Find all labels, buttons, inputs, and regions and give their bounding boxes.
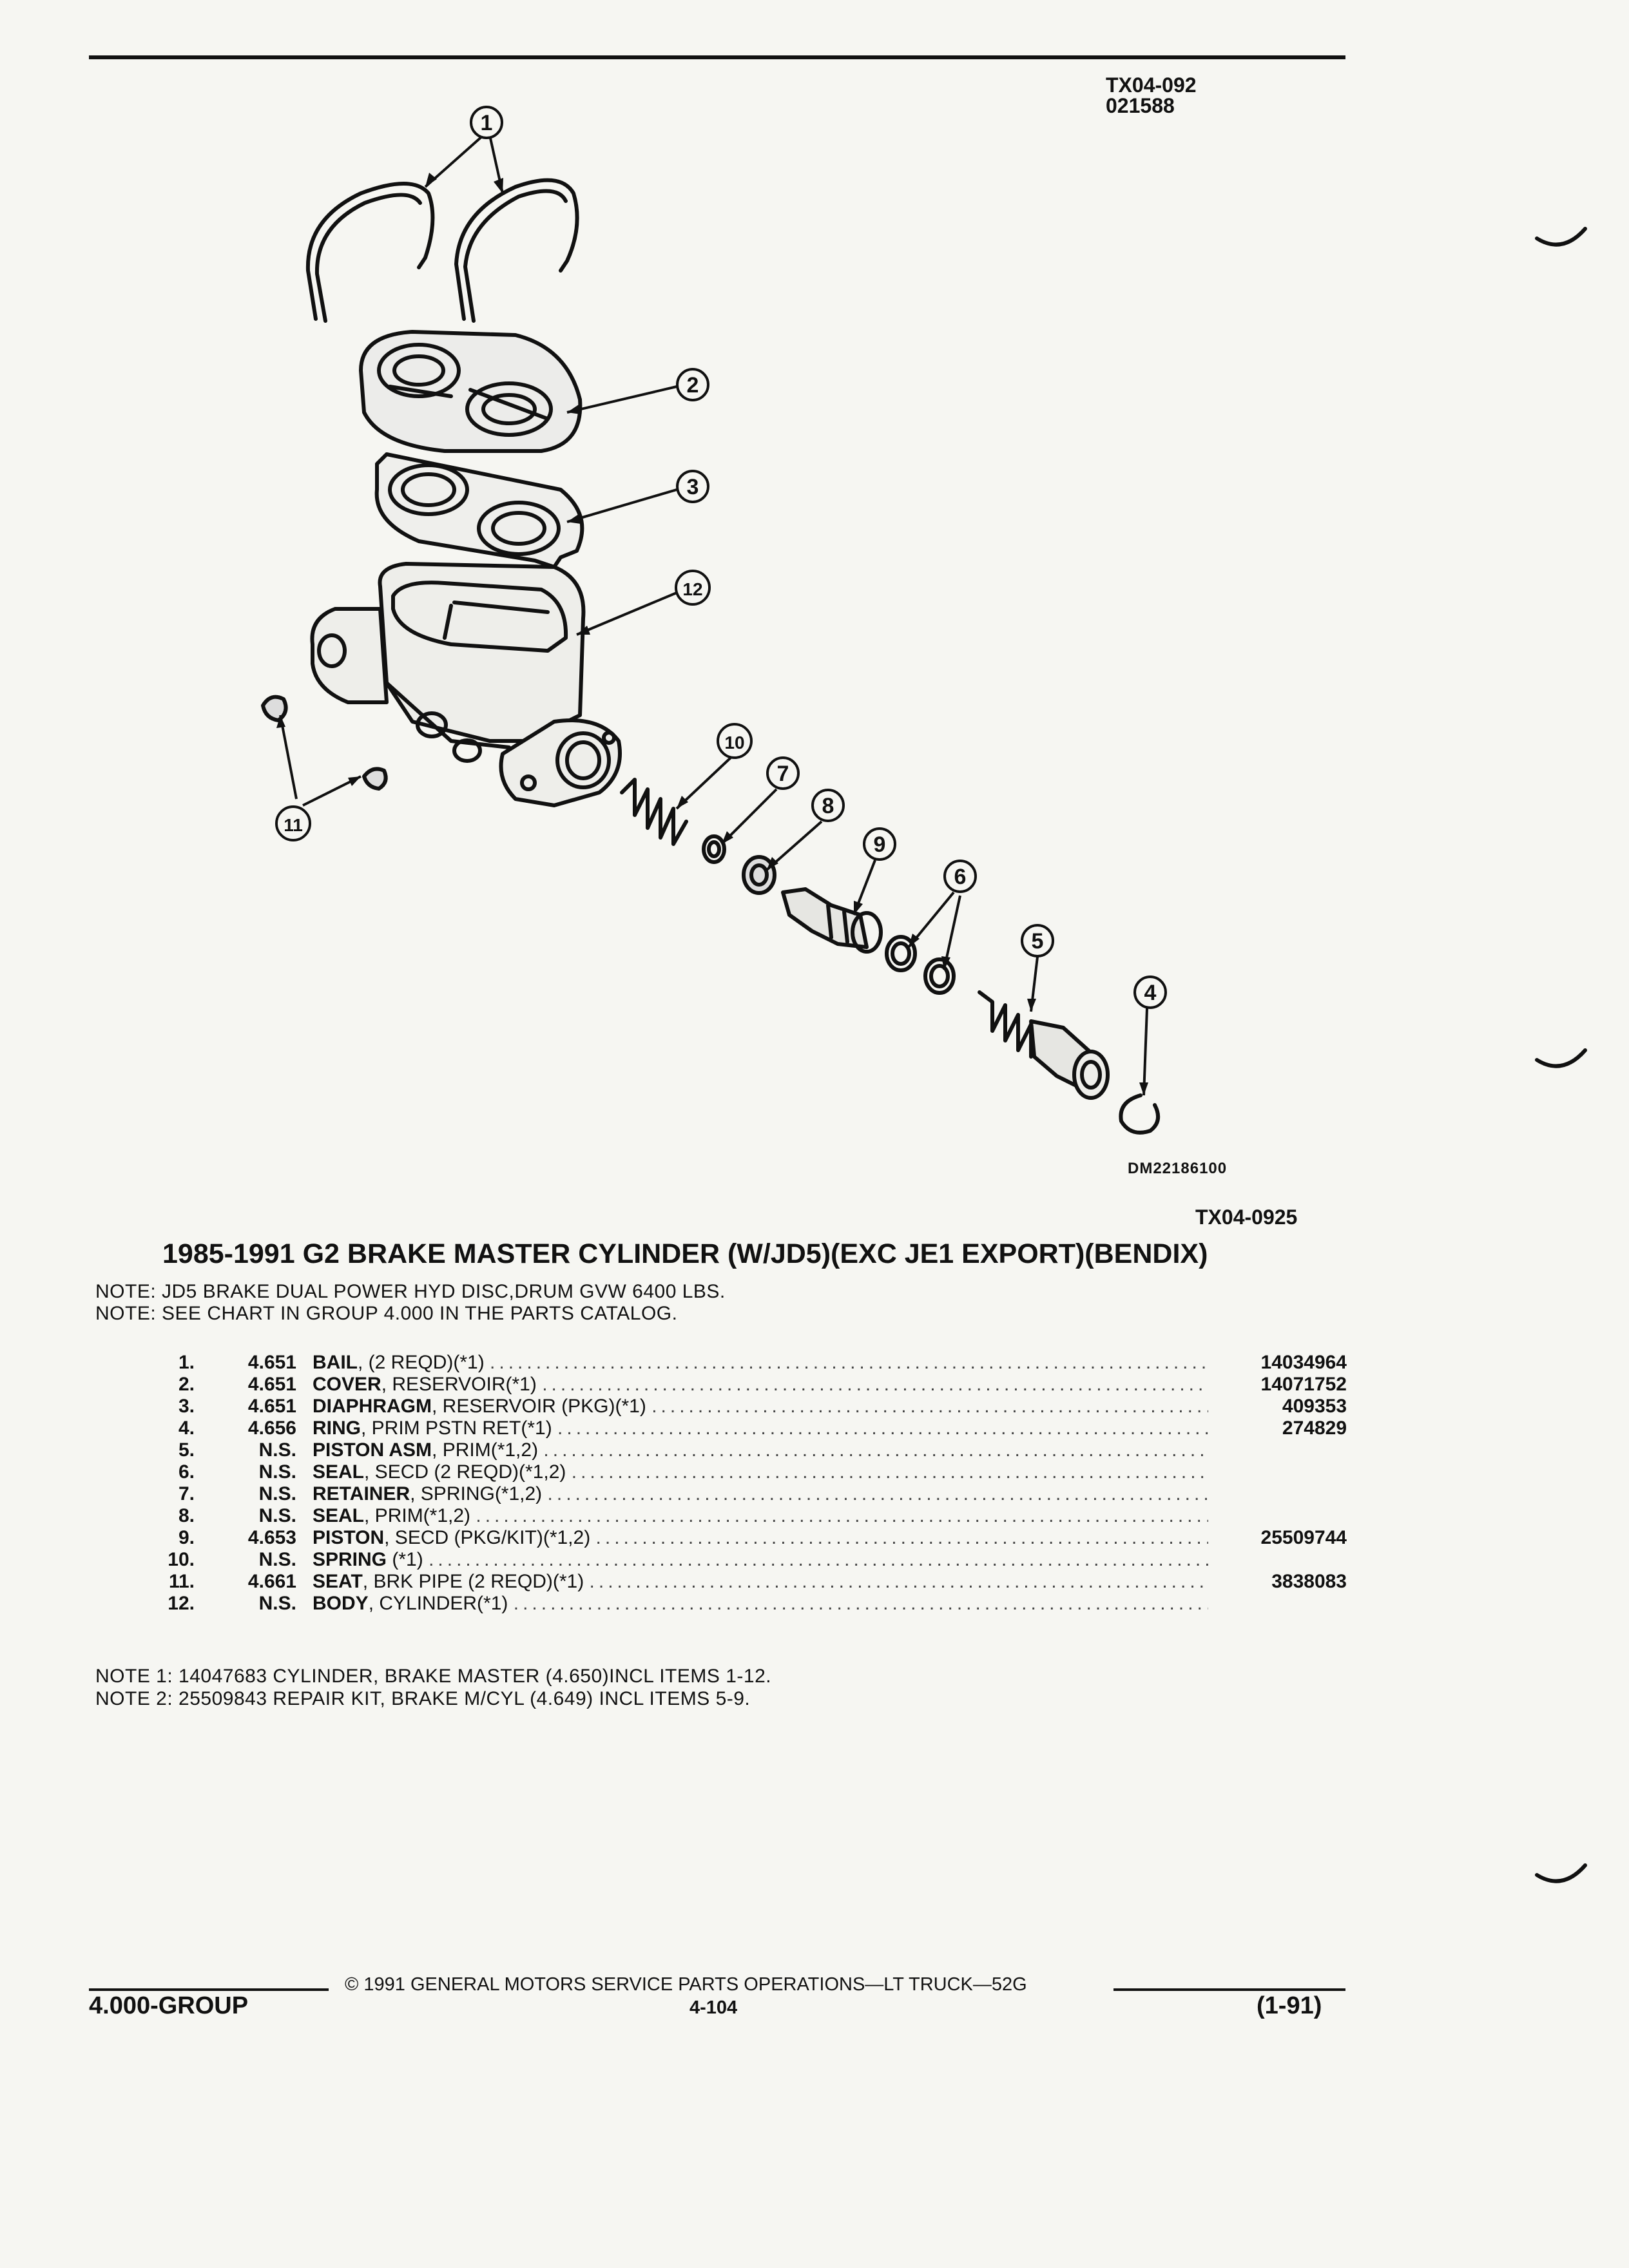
parts-list: 1. 4.651 BAIL, (2 REQD)(*1) ............… (0, 1352, 1629, 1622)
parts-row: 9. 4.653 PISTON, SECD (PKG/KIT)(*1,2) ..… (178, 1527, 1347, 1548)
binder-mark (1535, 1863, 1587, 1883)
svg-text:5: 5 (1032, 929, 1044, 954)
svg-text:6: 6 (954, 865, 967, 889)
footer-date: (1-91) (1257, 1992, 1322, 2019)
parts-row: 4. 4.656 RING, PRIM PSTN RET(*1) .......… (178, 1418, 1347, 1439)
parts-row: 1. 4.651 BAIL, (2 REQD)(*1) ............… (178, 1352, 1347, 1373)
svg-text:2: 2 (687, 373, 699, 398)
parts-row: 6. N.S. SEAL, SECD (2 REQD)(*1,2) ......… (178, 1461, 1208, 1483)
callout-3: 3 (676, 470, 709, 503)
callout-4: 4 (1133, 975, 1167, 1009)
drawing-number: DM22186100 (1128, 1160, 1228, 1177)
parts-row: 8. N.S. SEAL, PRIM(*1,2) ...............… (178, 1505, 1208, 1526)
parts-row: 3. 4.651 DIAPHRAGM, RESERVOIR (PKG)(*1) … (178, 1396, 1347, 1417)
footer-rule-left (89, 1988, 329, 1991)
footnote-2: NOTE 2: 25509843 REPAIR KIT, BRAKE M/CYL… (95, 1688, 751, 1709)
page-title: 1985-1991 G2 BRAKE MASTER CYLINDER (W/JD… (162, 1238, 1208, 1269)
header-code-2: 021588 (1106, 94, 1175, 117)
footer-copyright: © 1991 GENERAL MOTORS SERVICE PARTS OPER… (345, 1974, 1027, 1995)
footer-group: 4.000-GROUP (89, 1992, 249, 2019)
svg-text:7: 7 (777, 762, 789, 786)
svg-text:11: 11 (284, 815, 303, 835)
note-2: NOTE: SEE CHART IN GROUP 4.000 IN THE PA… (95, 1303, 678, 1324)
callout-5: 5 (1021, 924, 1054, 957)
parts-row: 10. N.S. SPRING (*1) ...................… (168, 1549, 1208, 1570)
svg-text:10: 10 (724, 733, 744, 753)
callout-2: 2 (676, 368, 709, 401)
footer-page: 4-104 (689, 1997, 738, 2018)
callout-7: 7 (766, 756, 800, 790)
svg-text:9: 9 (874, 832, 886, 857)
callout-6: 6 (943, 860, 977, 893)
exploded-diagram: 1 2 3 12 11 10 7 8 9 6 5 4 (261, 106, 1587, 1135)
svg-text:4: 4 (1144, 981, 1157, 1005)
callout-8: 8 (811, 789, 845, 822)
top-rule (89, 55, 1345, 59)
parts-row: 11. 4.661 SEAT, BRK PIPE (2 REQD)(*1) ..… (168, 1571, 1347, 1592)
svg-text:8: 8 (822, 794, 834, 818)
svg-text:3: 3 (687, 475, 699, 499)
parts-row: 5. N.S. PISTON ASM, PRIM(*1,2) .........… (178, 1439, 1208, 1461)
callout-1: 1 (470, 106, 503, 139)
svg-text:1: 1 (481, 111, 493, 135)
callout-9: 9 (863, 827, 896, 861)
note-1: NOTE: JD5 BRAKE DUAL POWER HYD DISC,DRUM… (95, 1281, 726, 1302)
parts-row: 12. N.S. BODY, CYLINDER(*1) ............… (168, 1593, 1208, 1614)
callout-10: 10 (717, 723, 753, 759)
footnote-1: NOTE 1: 14047683 CYLINDER, BRAKE MASTER … (95, 1666, 772, 1687)
header-code-1: TX04-092 (1106, 73, 1197, 97)
parts-row: 7. N.S. RETAINER, SPRING(*1,2) .........… (178, 1483, 1208, 1504)
footer-rule-right (1113, 1988, 1345, 1991)
parts-row: 2. 4.651 COVER, RESERVOIR(*1) ..........… (178, 1374, 1347, 1395)
figure-code: TX04-0925 (1195, 1206, 1298, 1229)
callout-11: 11 (275, 805, 311, 841)
svg-text:12: 12 (682, 579, 702, 599)
callout-12: 12 (675, 570, 711, 606)
